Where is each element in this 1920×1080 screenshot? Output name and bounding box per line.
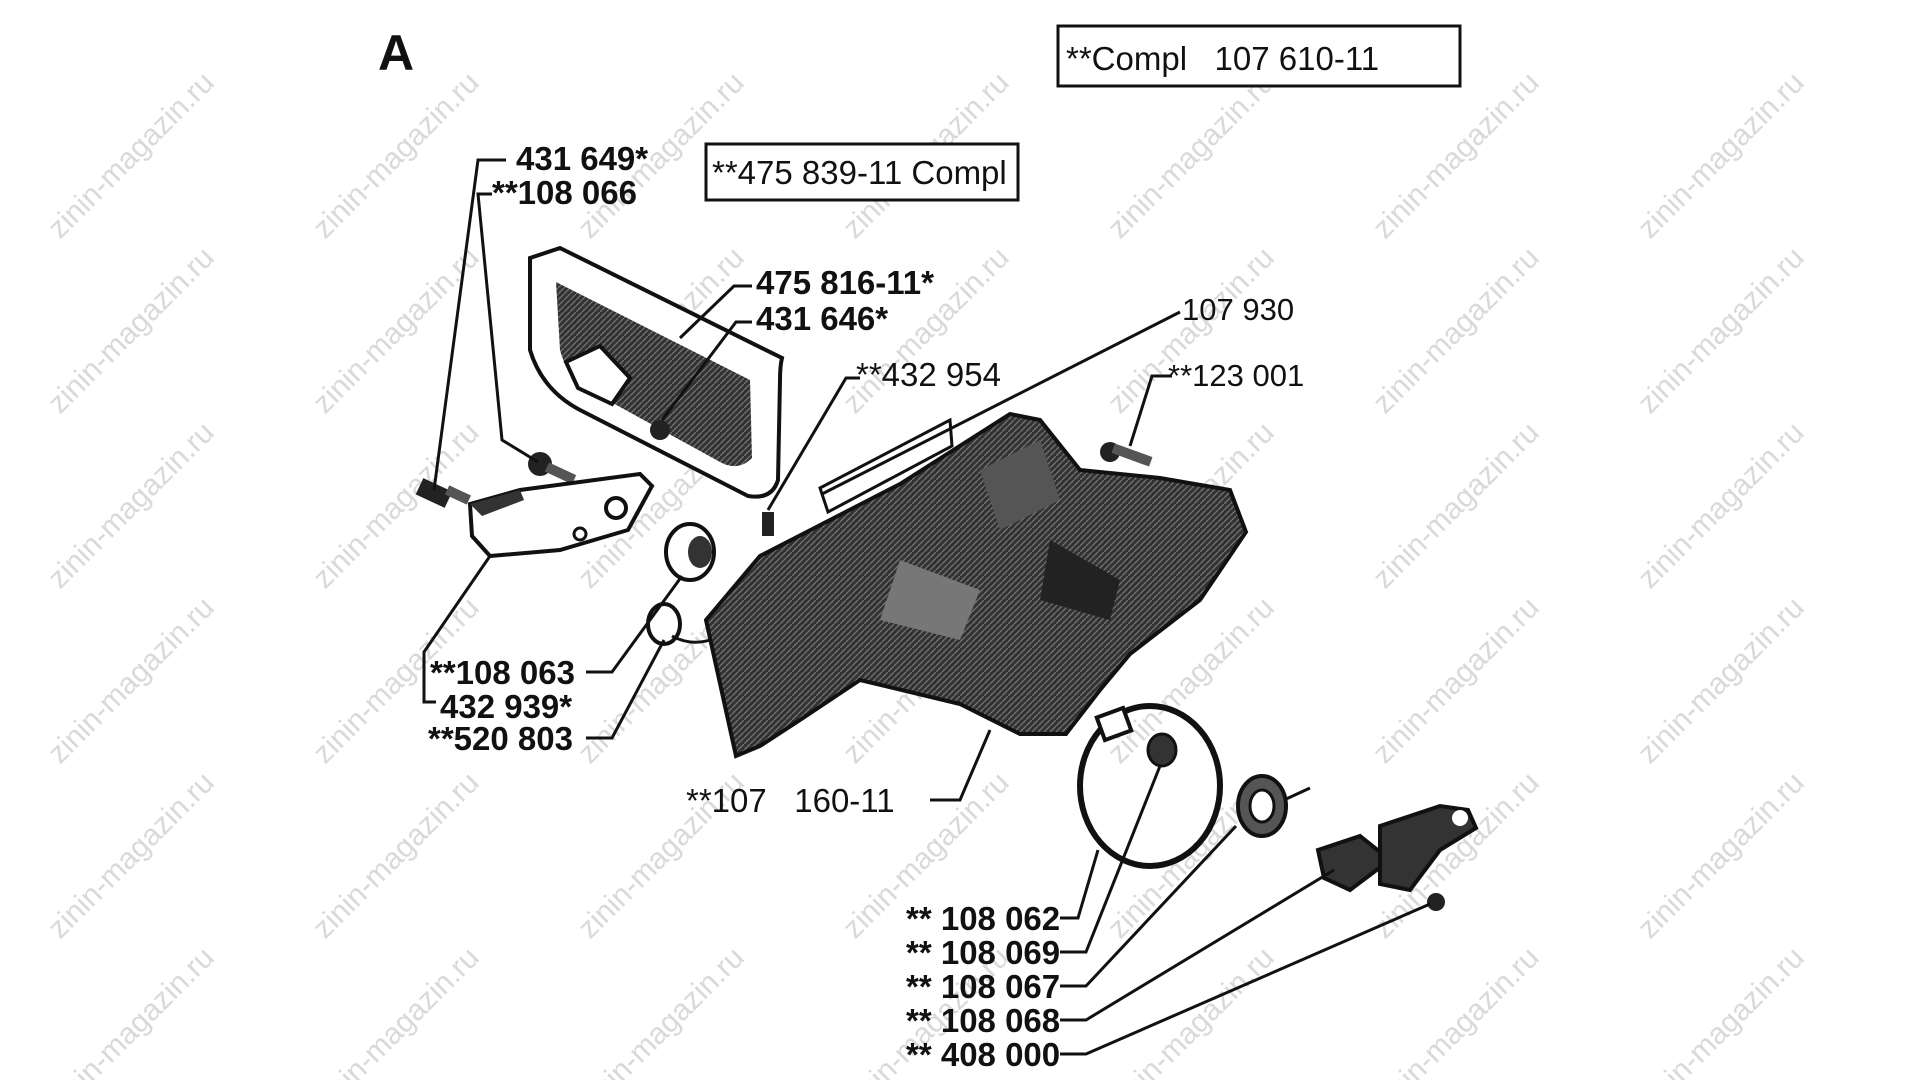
assembly-box-label: **Compl 107 610-11 bbox=[1066, 40, 1379, 77]
watermark-text: zinin-magazin.ru bbox=[42, 941, 221, 1080]
label-108-062: ** 108 062 bbox=[906, 900, 1060, 937]
watermark-text: zinin-magazin.ru bbox=[1367, 241, 1546, 420]
label-475-816-11: 475 816-11* bbox=[756, 264, 934, 301]
label-123-001: **123 001 bbox=[1168, 358, 1304, 393]
subassembly-box bbox=[704, 142, 1020, 202]
watermark-text: zinin-magazin.ru bbox=[42, 766, 221, 945]
label-432-954: **432 954 bbox=[856, 356, 1001, 393]
watermark-text: zinin-magazin.ru bbox=[1632, 416, 1811, 595]
spring-108-067-part bbox=[1236, 774, 1311, 838]
leader-lines bbox=[422, 158, 1431, 1056]
label-432-939: 432 939* bbox=[440, 688, 572, 725]
watermark-text: zinin-magazin.ru bbox=[572, 941, 751, 1080]
label-107-930: 107 930 bbox=[1182, 292, 1294, 327]
watermark-text: zinin-magazin.ru bbox=[307, 416, 486, 595]
lever-108-068-part bbox=[1315, 803, 1479, 893]
subassembly-box-label: **475 839-11 Compl bbox=[712, 154, 1007, 191]
label-520-803: **520 803 bbox=[428, 720, 573, 757]
screw-123-001-part bbox=[1100, 442, 1153, 467]
watermark-text: zinin-magazin.ru bbox=[307, 766, 486, 945]
watermark-text: zinin-magazin.ru bbox=[42, 416, 221, 595]
label-108-069: ** 108 069 bbox=[906, 934, 1060, 971]
nut-431-646-part bbox=[650, 420, 670, 440]
watermark-text: zinin-magazin.ru bbox=[307, 241, 486, 420]
screw-432-954-part bbox=[762, 512, 774, 536]
watermark-text: zinin-magazin.ru bbox=[42, 66, 221, 245]
watermark-text: zinin-magazin.ru bbox=[1367, 66, 1546, 245]
chain-cover-part bbox=[528, 245, 785, 499]
bolt-431-649-part bbox=[415, 478, 471, 508]
watermark-text: zinin-magazin.ru bbox=[1367, 416, 1546, 595]
label-431-649: 431 649* bbox=[516, 140, 648, 177]
label-108-063: **108 063 bbox=[430, 654, 575, 691]
watermark-text: zinin-magazin.ru bbox=[1632, 241, 1811, 420]
watermark-text: zinin-magazin.ru bbox=[42, 591, 221, 770]
watermark-text: zinin-magazin.ru bbox=[1102, 66, 1281, 245]
bracket-plate-part bbox=[467, 471, 655, 559]
watermark-text: zinin-magazin.ru bbox=[307, 66, 486, 245]
watermark-text: zinin-magazin.ru bbox=[1102, 941, 1281, 1080]
pin-108-066-part bbox=[528, 452, 577, 485]
watermark-text: zinin-magazin.ru bbox=[1102, 241, 1281, 420]
watermark-text: zinin-magazin.ru bbox=[1632, 766, 1811, 945]
screw-408-000-part bbox=[1427, 893, 1445, 911]
washer-108-063-part bbox=[664, 522, 716, 582]
label-408-000: ** 408 000 bbox=[906, 1036, 1060, 1073]
watermark-text: zinin-magazin.ru bbox=[1367, 941, 1546, 1080]
section-letter: A bbox=[378, 25, 414, 81]
watermark-text: zinin-magazin.ru bbox=[307, 941, 486, 1080]
watermark-text: zinin-magazin.ru bbox=[42, 241, 221, 420]
label-107-160-11: **107 160-11 bbox=[686, 782, 895, 819]
label-431-646: 431 646* bbox=[756, 300, 888, 337]
label-108-068: ** 108 068 bbox=[906, 1002, 1060, 1039]
label-108-066: **108 066 bbox=[492, 174, 637, 211]
watermark-text: zinin-magazin.ru bbox=[1632, 66, 1811, 245]
assembly-box bbox=[1056, 24, 1462, 88]
watermark-text: zinin-magazin.ru bbox=[1367, 591, 1546, 770]
brake-band-part bbox=[1077, 703, 1223, 869]
main-housing-part bbox=[703, 411, 1249, 759]
watermark-text: zinin-magazin.ru bbox=[1632, 591, 1811, 770]
label-108-067: ** 108 067 bbox=[906, 968, 1060, 1005]
pin-108-069-part bbox=[1146, 732, 1178, 768]
watermark-text: zinin-magazin.ru bbox=[1632, 941, 1811, 1080]
